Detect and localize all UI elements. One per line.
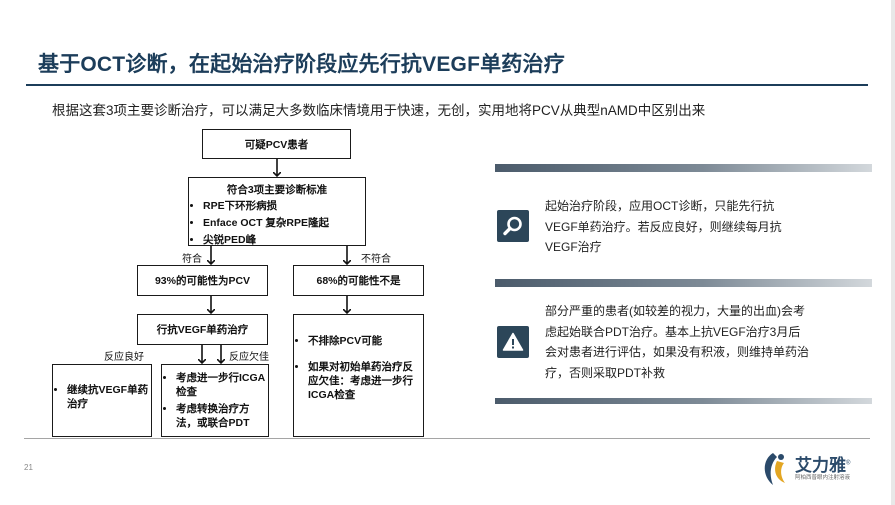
criteria-item: Enface OCT 复杂RPE隆起 <box>203 216 365 230</box>
treatment-text: 行抗VEGF单药治疗 <box>156 324 249 336</box>
slide-edge <box>891 0 895 505</box>
brand-logo-subtext: 阿柏西普眼内注射溶液 <box>795 475 851 481</box>
branch-yes-label: 符合 <box>182 254 202 265</box>
good-response-item: 继续抗VEGF单药治疗 <box>67 383 151 411</box>
no-followup-item: 如果对初始单药治疗反应欠佳：考虑进一步行ICGA检查 <box>308 360 417 402</box>
warning-icon <box>497 326 529 358</box>
brand-logo-text: 艾力雅® <box>795 456 851 475</box>
poor-response-box: 考虑进一步行ICGA检查 考虑转换治疗方法，或联合PDT <box>161 364 269 437</box>
start-box-text: 可疑PCV患者 <box>244 138 309 151</box>
criteria-item: RPE下环形病损 <box>203 199 365 213</box>
start-box: 可疑PCV患者 <box>202 129 351 159</box>
slide-title: 基于OCT诊断，在起始治疗阶段应先行抗VEGF单药治疗 <box>38 53 565 76</box>
page-number: 21 <box>24 463 33 472</box>
brand-logo-icon <box>764 453 785 485</box>
info-divider-bottom <box>495 398 872 404</box>
info-divider-middle <box>495 279 872 287</box>
criteria-item: 尖锐PED峰 <box>203 233 365 247</box>
no-followup-box: 不排除PCV可能 如果对初始单药治疗反应欠佳：考虑进一步行ICGA检查 <box>293 314 424 437</box>
no-followup-item: 不排除PCV可能 <box>308 334 417 348</box>
poor-response-label: 反应欠佳 <box>229 352 269 363</box>
yes-result-box: 93%的可能性为PCV <box>137 265 268 296</box>
poor-response-item: 考虑转换治疗方法，或联合PDT <box>176 402 268 430</box>
no-result-text: 68%的可能性不是 <box>316 275 401 287</box>
slide-subtitle: 根据这套3项主要诊断治疗，可以满足大多数临床情境用于快速，无创，实用地将PCV从… <box>52 103 706 118</box>
info-text-2: 部分严重的患者(如较差的视力，大量的出血)会考虑起始联合PDT治疗。基本上抗VE… <box>545 304 810 380</box>
no-result-box: 68%的可能性不是 <box>293 265 424 296</box>
treatment-box: 行抗VEGF单药治疗 <box>137 314 268 345</box>
footer-divider <box>24 438 870 439</box>
magnifier-icon <box>497 210 529 242</box>
registered-mark: ® <box>846 460 851 467</box>
criteria-list: RPE下环形病损 Enface OCT 复杂RPE隆起 尖锐PED峰 <box>189 199 365 247</box>
good-response-label: 反应良好 <box>104 352 144 363</box>
info-text-1: 起始治疗阶段，应用OCT诊断，只能先行抗VEGF单药治疗。若反应良好，则继续每月… <box>545 199 782 254</box>
yes-result-text: 93%的可能性为PCV <box>154 275 251 287</box>
title-divider <box>26 84 868 86</box>
poor-response-item: 考虑进一步行ICGA检查 <box>176 371 268 399</box>
branch-no-label: 不符合 <box>361 254 391 265</box>
criteria-heading: 符合3项主要诊断标准 <box>226 184 328 196</box>
criteria-box: 符合3项主要诊断标准 RPE下环形病损 Enface OCT 复杂RPE隆起 尖… <box>188 177 366 246</box>
info-divider-top <box>495 164 872 172</box>
good-response-box: 继续抗VEGF单药治疗 <box>52 364 152 437</box>
